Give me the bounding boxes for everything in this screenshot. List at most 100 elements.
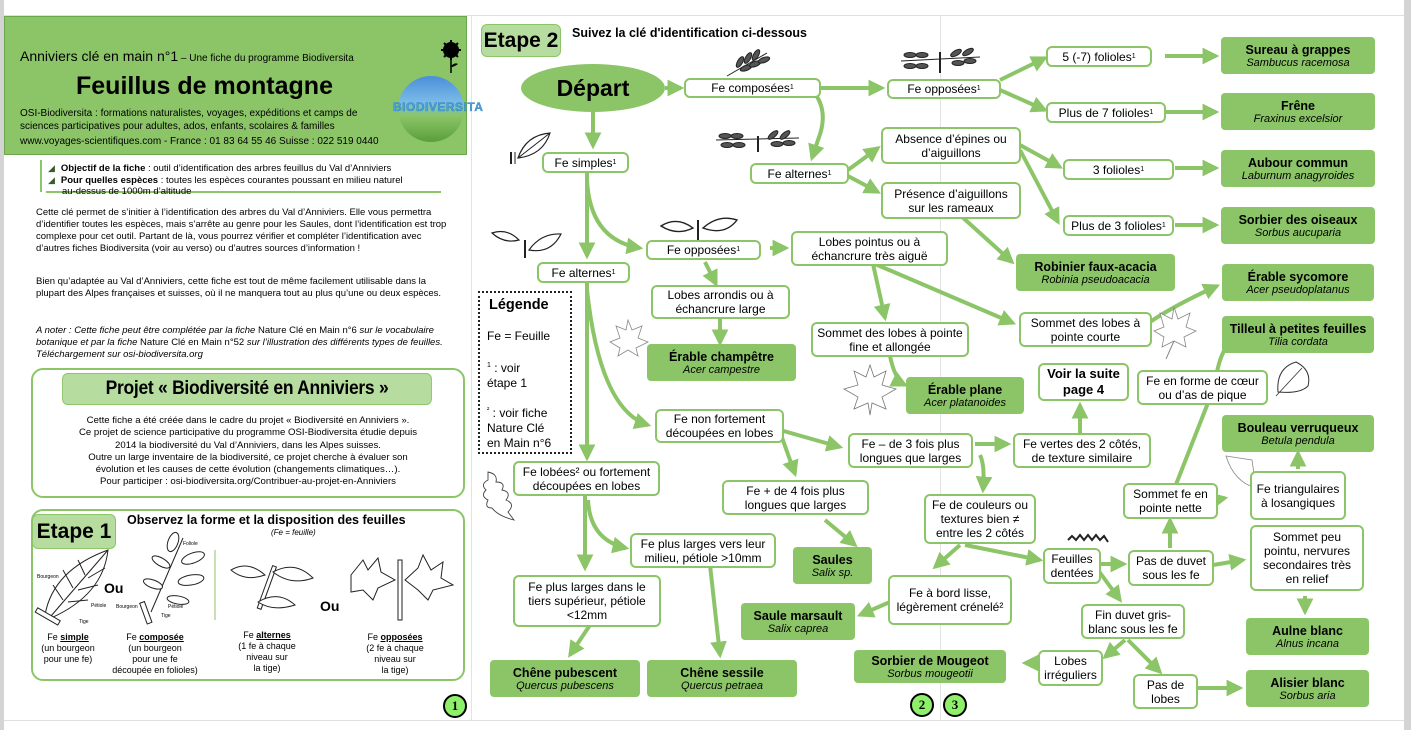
arrow [932, 543, 962, 570]
series-suffix: – Une fiche du programme Biodiversita [178, 53, 354, 64]
flower-icon [440, 40, 462, 80]
arrow [1212, 553, 1247, 571]
species-common-name: Saule marsault [753, 608, 843, 623]
footnote-marker: 1 [612, 158, 617, 166]
or-label: Ou [104, 580, 124, 596]
caption-line: (un bourgeon [128, 643, 182, 653]
footnote-marker: 1 [1149, 108, 1154, 116]
species-common-name: Chêne sessile [680, 665, 764, 680]
caption-term: composée [139, 632, 184, 642]
etape1-box [31, 509, 465, 681]
node-absence-epines: Absence d’épines ou d’aiguillons [881, 127, 1021, 164]
note-text: A noter : Cette fiche peut être complété… [36, 325, 258, 336]
header-description-line: sciences participatives pour adultes, ad… [20, 121, 335, 132]
node-non-fortement: Fe non fortement découpées en lobes [655, 409, 784, 443]
arrow [586, 499, 630, 554]
species-common-name: Érable plane [927, 382, 1003, 397]
series-name: Anniviers clé en main n°1 [20, 48, 179, 64]
label-bourgeon-compound: Bourgeon [116, 604, 138, 610]
simple-alternate-leaf-icon [490, 230, 562, 258]
arrow [1019, 143, 1063, 169]
or-label: Ou [320, 598, 340, 614]
page-title: Feuillus de montagne [76, 72, 333, 100]
maple-leaf-icon [609, 318, 649, 357]
caption-line: niveau sur [246, 652, 288, 662]
arrow [708, 564, 727, 659]
simple-leaf-illustration [34, 549, 109, 626]
compound-leaf-illustration [139, 531, 205, 625]
node-plus-larges-milieu: Fe plus larges vers leur milieu, pétiole… [630, 533, 776, 568]
compound-alternate-leaf-icon [726, 49, 771, 77]
arrow [1102, 638, 1127, 660]
maple-leaf-icon [1153, 306, 1197, 360]
caption-opposees: Fe opposées (2 fe à chaque niveau sur la… [340, 632, 450, 676]
species-latin-name: Robinia pseudoacacia [1041, 273, 1150, 286]
legend-text: : voir fiche [489, 406, 548, 420]
arrow [1148, 283, 1221, 324]
footnote-marker: 1 [487, 362, 491, 369]
note-text: sur l’illustration des différents types … [36, 337, 443, 360]
node-text: Fe simples [554, 155, 613, 170]
caption-line: la tige) [253, 663, 281, 673]
footnote-marker: 1 [827, 169, 832, 177]
etape2-badge: Etape 2 [481, 24, 561, 57]
species-latin-name: Sorbus mougeotii [887, 667, 973, 680]
label-tige: Tige [79, 619, 89, 625]
species-common-name: Robinier faux-acacia [1034, 259, 1157, 274]
caption-prefix: Fe [367, 632, 381, 642]
node-text: Fe opposées [666, 243, 737, 257]
header-description-line: OSI-Biodiversita : formations naturalist… [20, 108, 358, 119]
species-latin-name: Alnus incana [1276, 637, 1339, 650]
legend-title: Légende [489, 297, 549, 313]
project-line: Outre un large inventaire de la biodiver… [88, 451, 408, 463]
arrow [888, 355, 909, 387]
node-text: Fe alternes [551, 265, 612, 280]
node-bord-lisse: Fe à bord lisse, légèrement crénelé² [888, 575, 1012, 625]
arrow [964, 543, 1044, 566]
caption-term: simple [60, 632, 89, 642]
node-text: 3 folioles [1092, 162, 1141, 177]
species-common-name: Sureau à grappes [1245, 42, 1351, 57]
node-text: Fe composées [711, 81, 790, 95]
caption-line: découpée en folioles) [112, 665, 198, 675]
arrow [874, 262, 1017, 326]
scrollbar-track[interactable] [1404, 0, 1411, 730]
node-triangulaires: Fe triangulaires à losangiques [1250, 471, 1346, 520]
species-label: Pour quelles espèces [60, 175, 159, 186]
compound-alternate-leaf-icon-2 [715, 130, 800, 152]
node-pas-lobes: Pas de lobes [1133, 674, 1198, 709]
node-sommet-courte: Sommet des lobes à pointe courte [1019, 312, 1152, 347]
caption-line: pour une fe [132, 654, 178, 664]
triangle-bullet-icon: ◢ [48, 175, 55, 185]
etape1-title: Observez la forme et la disposition des … [127, 513, 406, 527]
page-edge-bottom [4, 720, 1404, 721]
arrow [1018, 149, 1060, 225]
node-peu-pointu: Sommet peu pointu, nervures secondaires … [1250, 525, 1364, 591]
footnote-marker: 1 [736, 246, 741, 253]
node-pas-duvet: Pas de duvet sous les fe [1128, 550, 1214, 586]
arrow [856, 600, 891, 618]
species-latin-name: Quercus pubescens [516, 679, 614, 692]
arrow [958, 213, 1015, 265]
legend-text: : voir [490, 361, 521, 375]
footnote-marker: 1 [976, 85, 981, 92]
note-ref-link: Nature Clé en Main n°6 [257, 325, 357, 336]
caption-prefix: Fe [47, 632, 61, 642]
species-common-name: Érable champêtre [669, 349, 774, 364]
node-dentees: Feuilles dentées [1043, 548, 1101, 584]
node-voir-suite[interactable]: Voir la suite page 4 [1038, 363, 1129, 401]
footnote-marker: 1 [1131, 52, 1136, 60]
etape2-title: Suivez la clé d'identification ci-dessou… [572, 26, 807, 40]
series-title: Anniviers clé en main n°1 – Une fiche du… [20, 48, 354, 64]
node-text: Fe opposées [907, 82, 977, 96]
page-number-2: 2 [910, 693, 934, 717]
biodiversita-logo [398, 76, 464, 142]
node-text: 5 (-7) folioles [1062, 49, 1132, 64]
